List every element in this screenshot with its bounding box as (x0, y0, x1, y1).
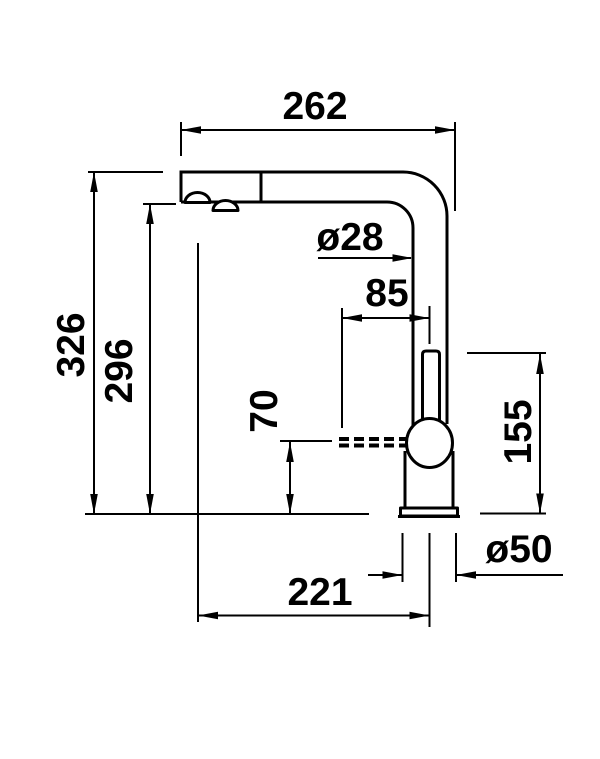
dim-label-155: 155 (497, 399, 540, 464)
dim-reach-to-outlet: 221 (197, 243, 431, 627)
surface-baseline (85, 512, 546, 515)
arrowhead-left (456, 571, 476, 579)
dim-hose-outlet-height: 70 (243, 389, 332, 514)
lever-handle (421, 349, 441, 421)
arrowhead-down (536, 493, 544, 514)
base-plinth (399, 506, 459, 518)
dim-label-221: 221 (287, 571, 352, 614)
dim-outlet-to-axis: 85 (341, 272, 431, 428)
arrowhead-up (146, 204, 154, 224)
dim-label-85: 85 (365, 272, 408, 315)
dim-label-296: 296 (98, 338, 141, 403)
arrowhead-right (409, 314, 430, 322)
aerator-nub-2 (211, 199, 240, 212)
aerator-nub-1 (183, 191, 212, 204)
dim-label-262: 262 (282, 85, 347, 128)
arrowhead-right (382, 571, 403, 579)
arrowhead-left (198, 611, 218, 620)
arrowhead-up (536, 354, 544, 374)
arrowhead-right (435, 126, 455, 134)
arrowhead-left (342, 314, 362, 322)
dim-label-326: 326 (50, 312, 93, 377)
faucet-outline (179, 170, 460, 518)
dim-base-diameter: ø50 (368, 528, 563, 582)
arrowhead-right (392, 254, 413, 262)
arrowhead-down (286, 494, 294, 514)
arrowhead-up (286, 442, 294, 462)
arrowhead-right (409, 611, 430, 620)
arrowhead-left (181, 126, 201, 134)
arrowhead-down (146, 494, 154, 514)
arrowhead-up (90, 172, 98, 192)
dim-spout-tube-diameter: ø28 (316, 216, 413, 262)
dim-spout-underside-height: 296 (98, 203, 176, 514)
spout-inner-path (181, 200, 415, 426)
dim-spout-reach: 262 (180, 85, 456, 211)
mixer-ball (405, 417, 454, 469)
dim-label-o28: ø28 (316, 216, 383, 259)
dim-label-o50: ø50 (485, 528, 552, 571)
dim-lever-top-height: 155 (467, 352, 546, 514)
dim-label-70: 70 (243, 389, 286, 432)
dim-total-height: 326 (50, 171, 163, 514)
spout-outer-path (179, 170, 449, 424)
arrowhead-down (90, 494, 98, 514)
